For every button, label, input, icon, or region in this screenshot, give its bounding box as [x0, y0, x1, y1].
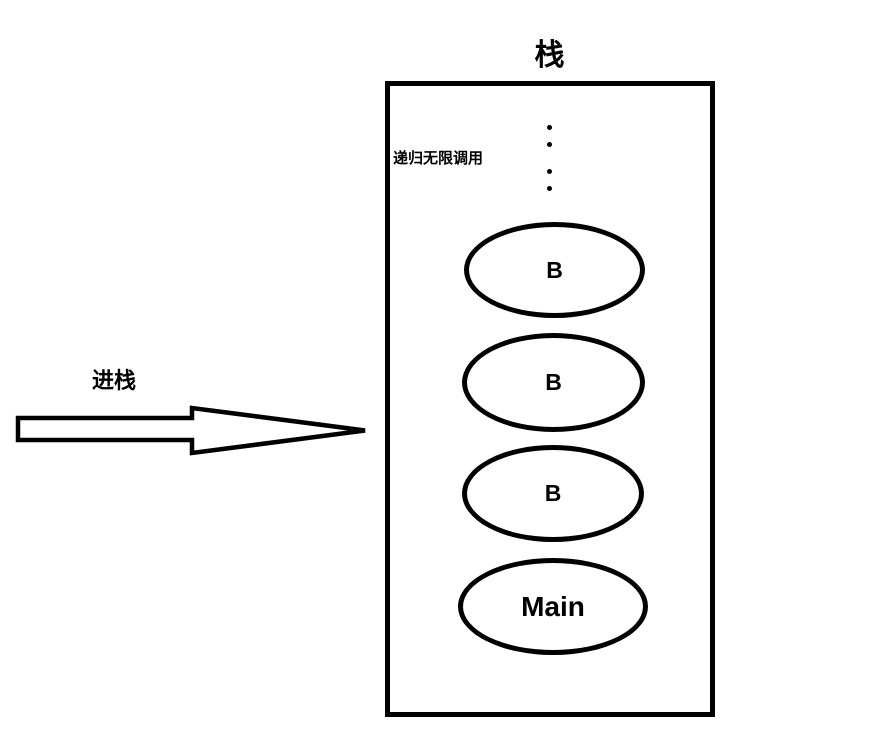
stack-frame-b-bottom: B [462, 445, 644, 542]
stack-frame-b-top: B [464, 222, 645, 318]
stack-frame-label: B [545, 369, 562, 395]
stack-frame-label: B [544, 480, 562, 506]
push-arrow-label: 进栈 [92, 368, 137, 393]
vertical-ellipsis-icon [547, 125, 552, 203]
ellipsis-dot [547, 142, 552, 147]
stack-frame-label: Main [521, 590, 585, 622]
recursion-annotation: 递归无限调用 [393, 150, 484, 167]
push-arrow-icon [15, 405, 366, 456]
ellipsis-dot [547, 125, 552, 130]
stack-title: 栈 [534, 39, 566, 72]
stack-frame-main: Main [458, 558, 648, 655]
ellipsis-dot [547, 169, 552, 174]
ellipsis-dot [547, 186, 552, 191]
stack-frame-b-middle: B [462, 333, 645, 432]
stack-frame-label: B [546, 256, 563, 283]
